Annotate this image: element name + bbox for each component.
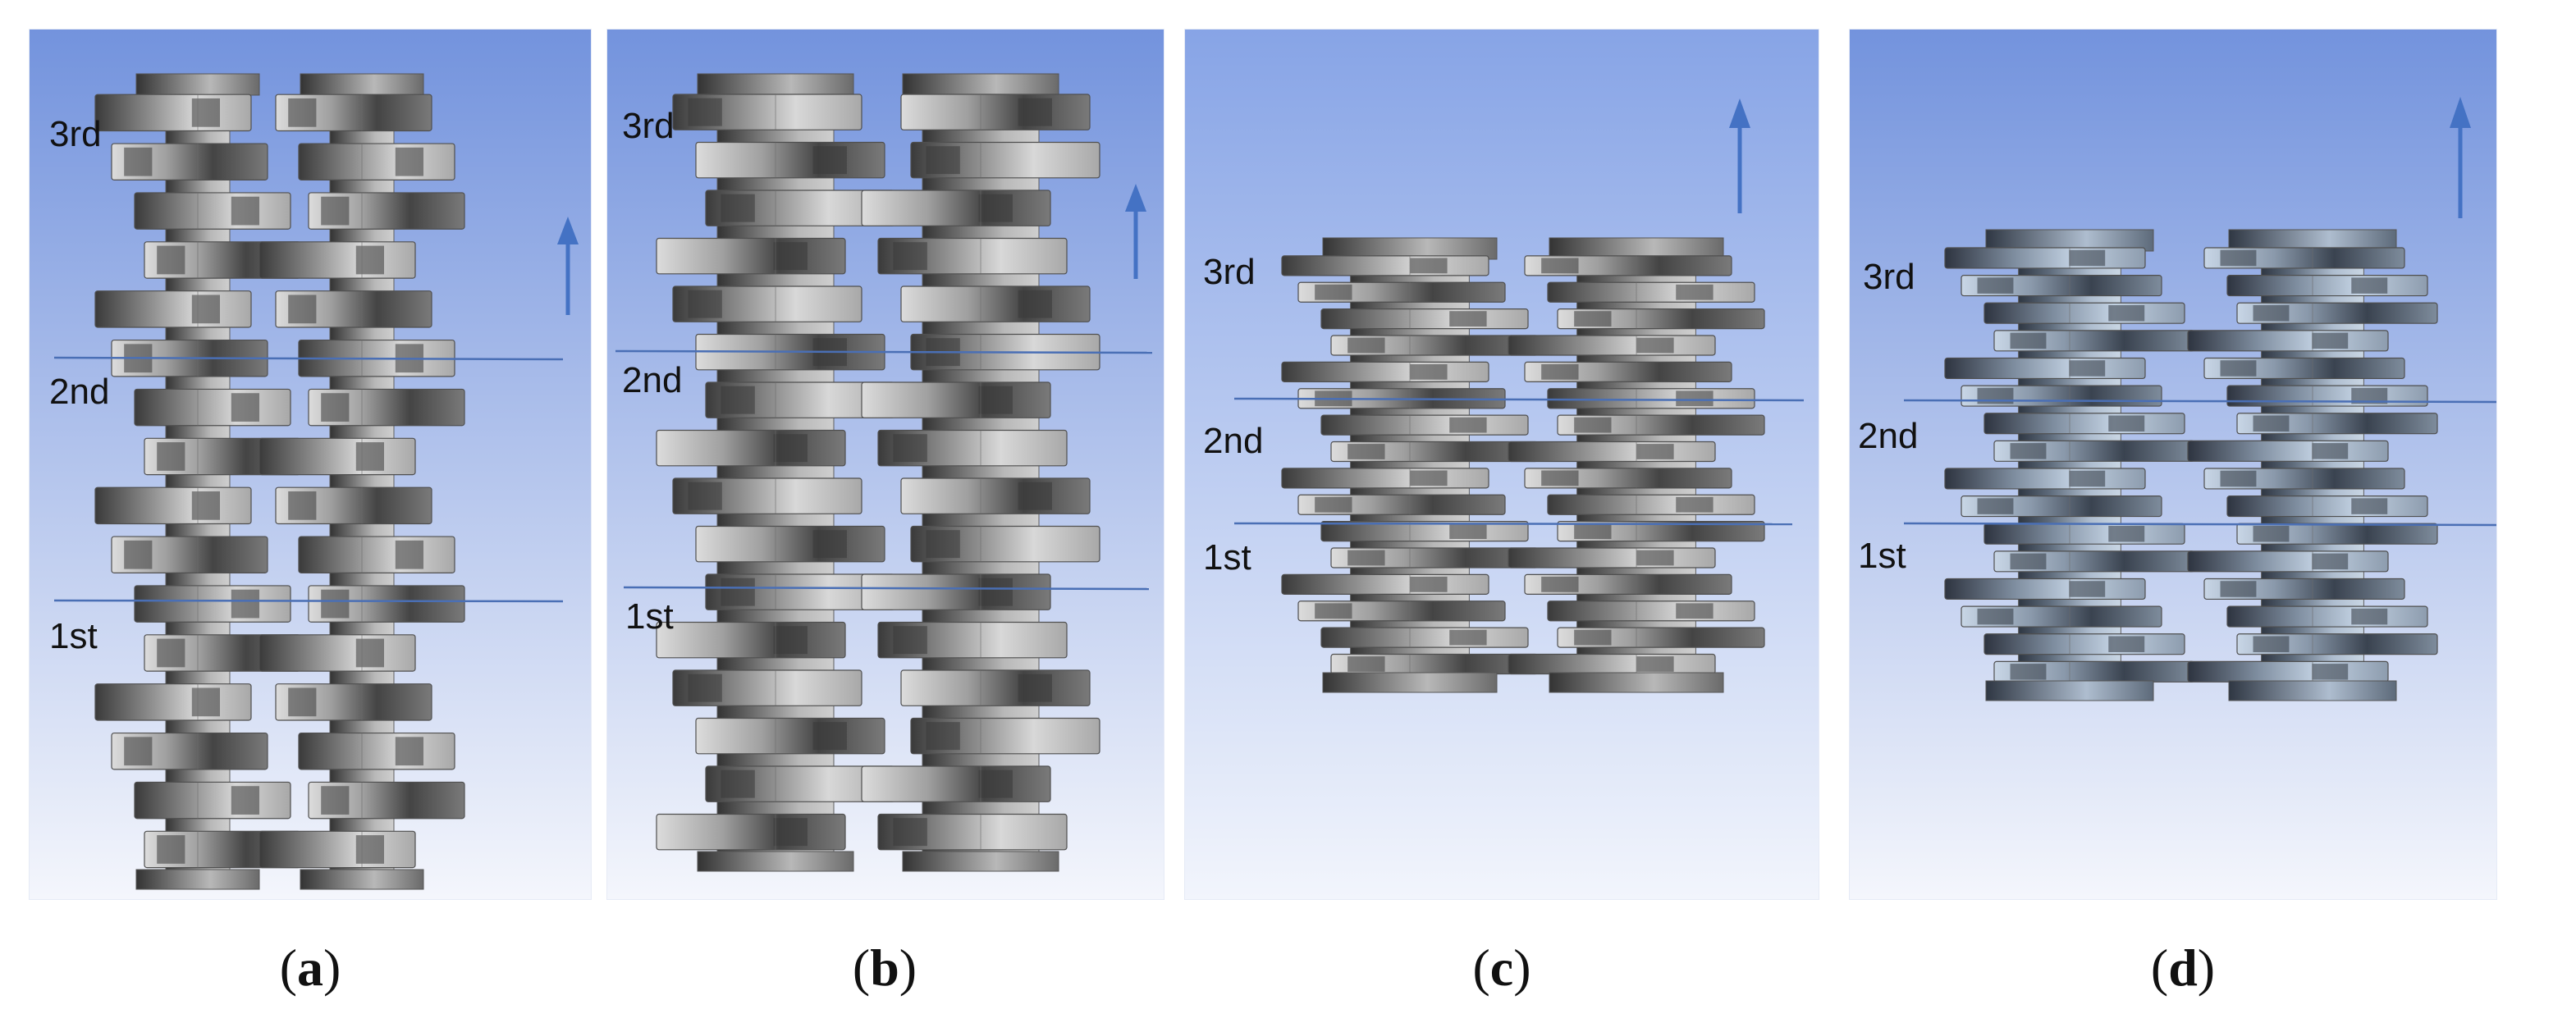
panel-background (1850, 30, 2496, 899)
flow-direction-arrow (557, 217, 579, 315)
stage-divider-lines (1233, 397, 1805, 526)
caption-open-paren: ( (852, 938, 871, 997)
caption-letter: d (2168, 938, 2198, 997)
panel-c: 3rd 2nd 1st (1185, 30, 1819, 899)
stage-label-3rd: 3rd (49, 114, 102, 154)
caption-d: (d) (2101, 942, 2265, 994)
stage-label-3rd: 3rd (1863, 257, 1915, 297)
stage-label-3rd: 3rd (1203, 252, 1256, 292)
stage-label-2nd: 2nd (1203, 421, 1264, 461)
caption-letter: b (870, 938, 899, 997)
stage-label-3rd: 3rd (622, 106, 675, 146)
flow-direction-arrow (1729, 98, 1750, 213)
caption-close-paren: ) (1513, 938, 1531, 997)
caption-close-paren: ) (323, 938, 341, 997)
stage-label-1st: 1st (49, 616, 98, 656)
caption-open-paren: ( (279, 938, 297, 997)
stage-label-1st: 1st (1858, 536, 1906, 576)
screw-element-drawing (656, 73, 1100, 872)
stage-label-2nd: 2nd (622, 360, 683, 400)
caption-open-paren: ( (2150, 938, 2169, 997)
stage-divider-lines (53, 356, 564, 603)
stage-label-1st: 1st (1203, 537, 1251, 578)
panel-d: 3rd 2nd 1st (1850, 30, 2496, 899)
stage-label-2nd: 2nd (49, 372, 110, 412)
panel-background (1185, 30, 1819, 899)
screw-element-drawing (1944, 229, 2438, 701)
caption-letter: a (297, 938, 323, 997)
stage-divider-lines (1903, 399, 2496, 527)
caption-letter: c (1489, 938, 1514, 997)
caption-open-paren: ( (1472, 938, 1490, 997)
flow-direction-arrow (2450, 97, 2471, 218)
stage-divider-lines (615, 349, 1153, 591)
caption-close-paren: ) (2197, 938, 2216, 997)
stage-label-1st: 1st (625, 596, 674, 637)
flow-direction-arrow (1125, 184, 1146, 279)
caption-a: (a) (228, 942, 392, 994)
caption-c: (c) (1420, 942, 1584, 994)
stage-label-2nd: 2nd (1858, 416, 1919, 456)
screw-element-drawing (1281, 237, 1765, 693)
caption-close-paren: ) (899, 938, 917, 997)
panel-b: 3rd 2nd 1st (607, 30, 1164, 899)
panel-a: 3rd 2nd 1st (30, 30, 591, 899)
caption-b: (b) (803, 942, 967, 994)
